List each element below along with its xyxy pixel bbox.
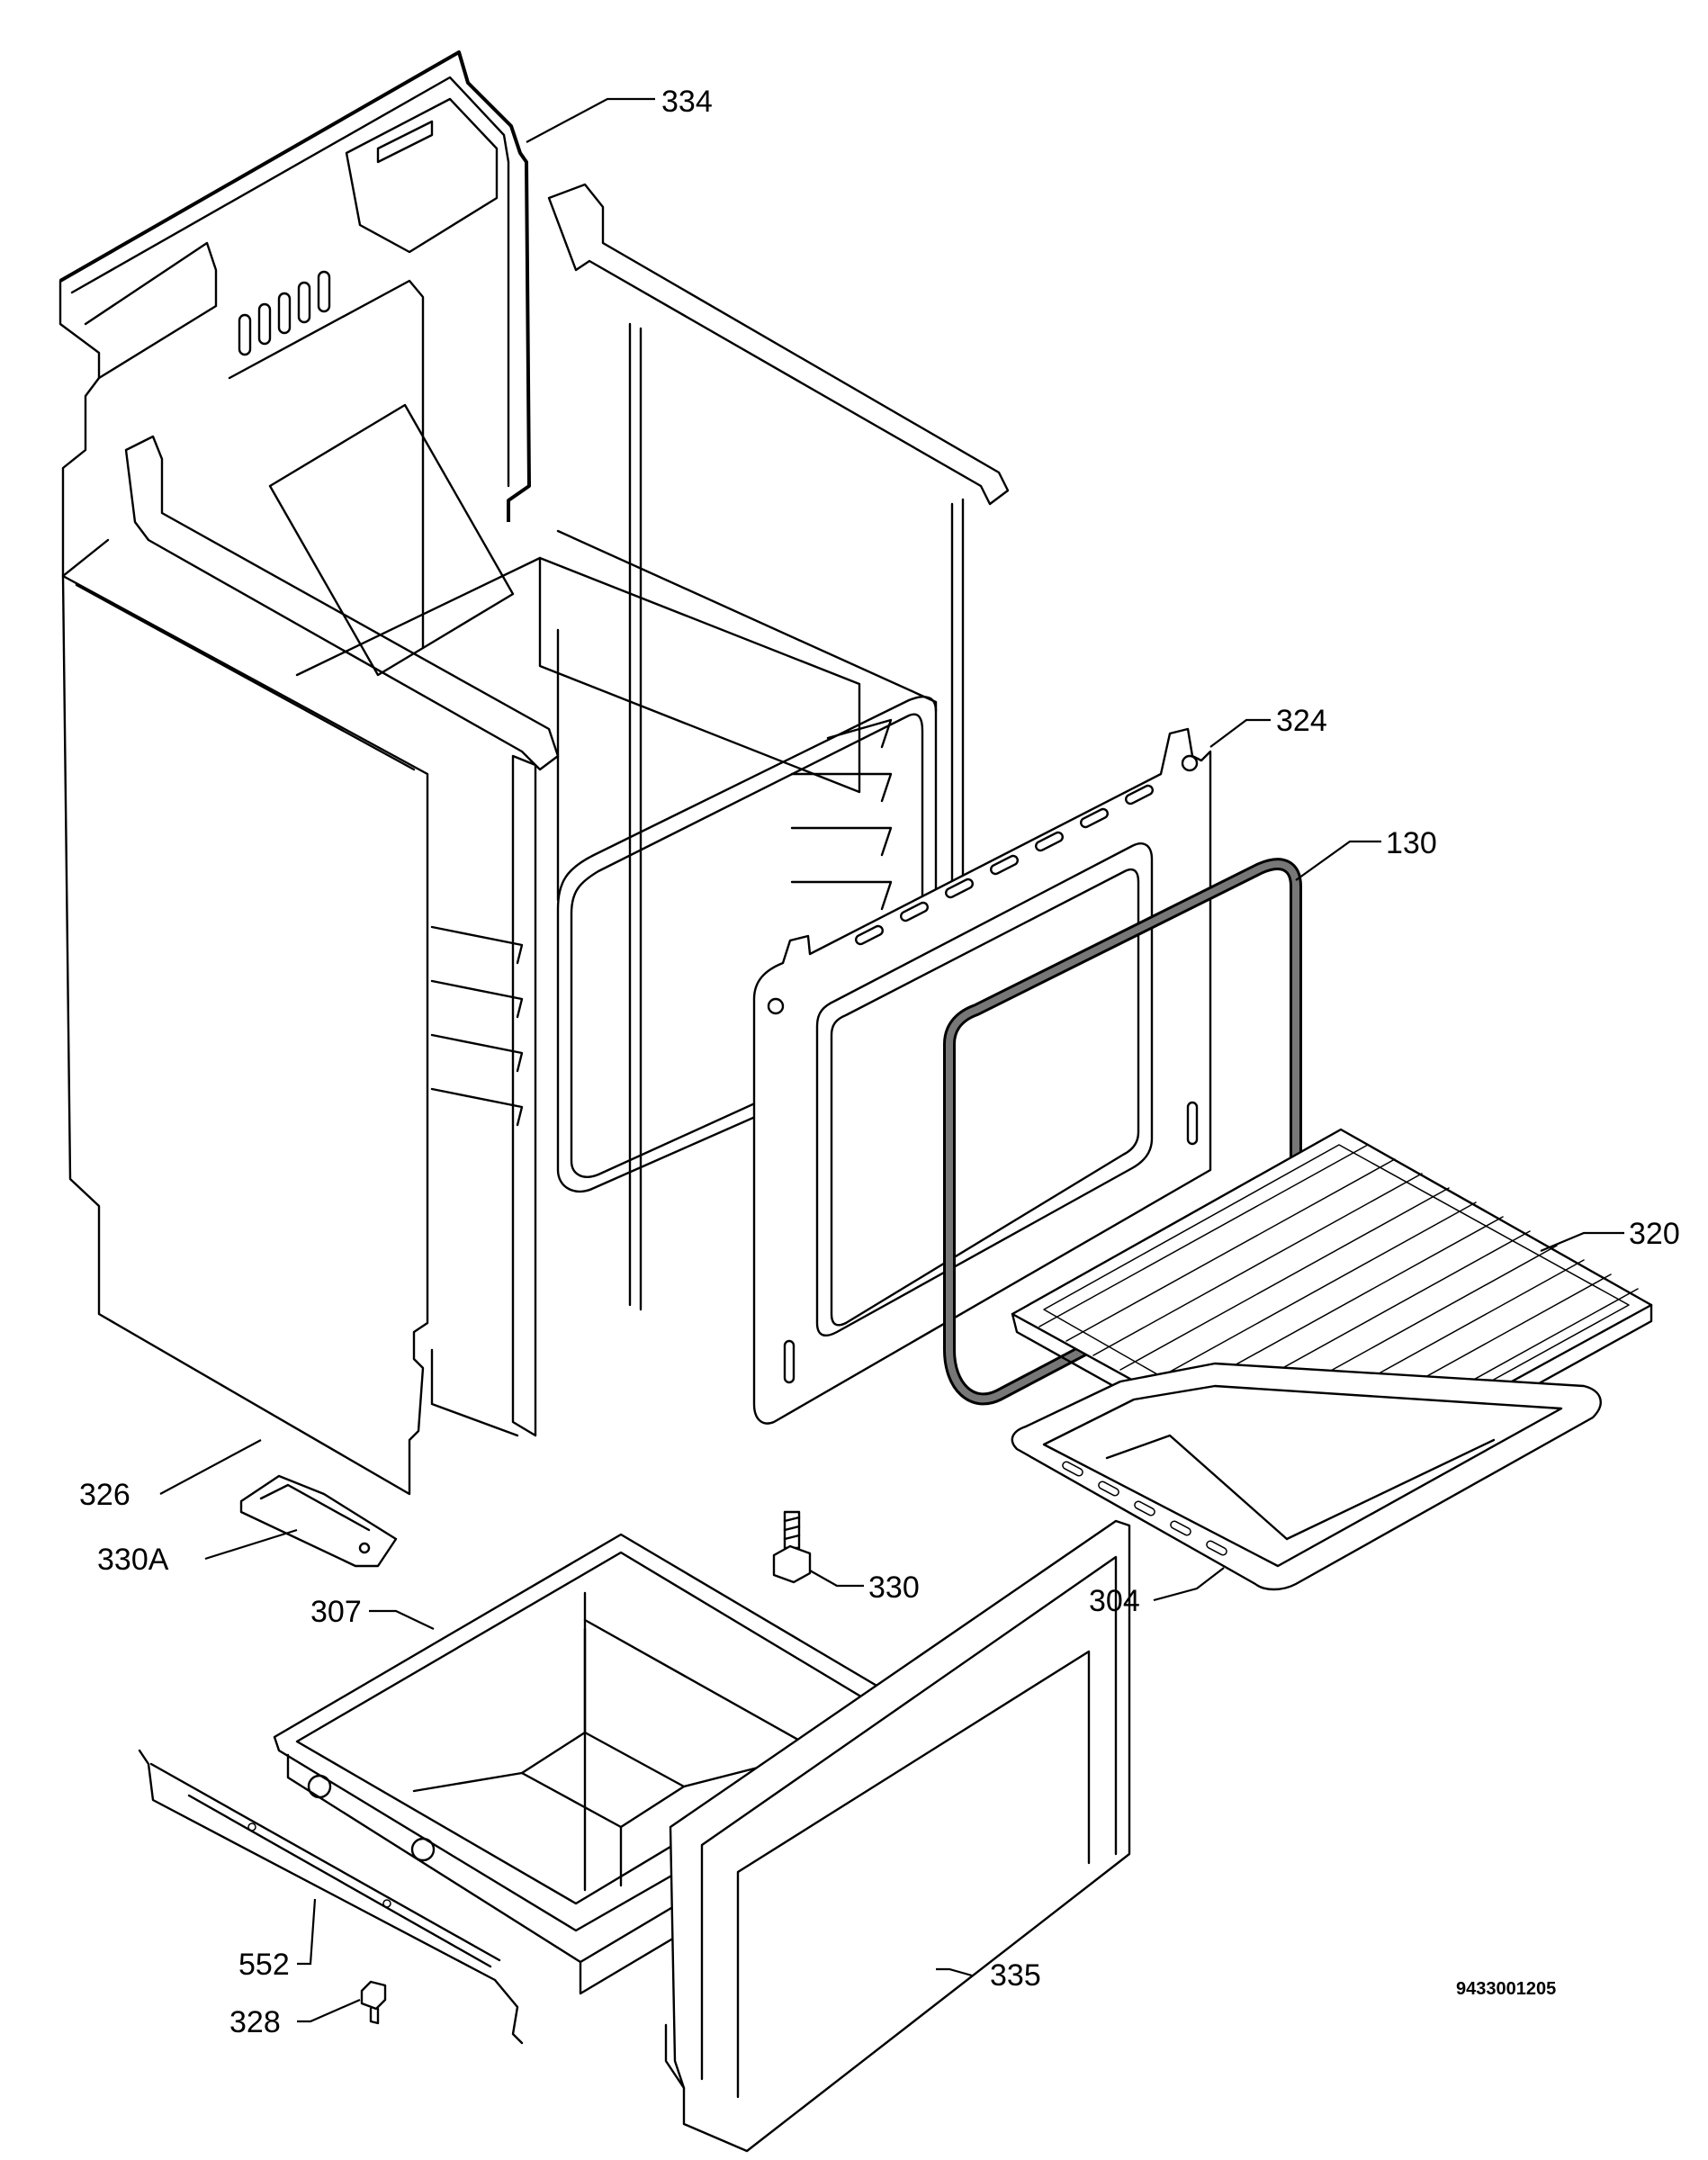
callout-304: 304 [1089,1584,1140,1618]
part-304-baking-tray[interactable] [1011,1362,1602,1591]
part-335-screw[interactable] [360,1980,387,2025]
leader-326 [159,1439,262,1495]
oven-cavity[interactable] [268,403,938,1193]
callout-335: 328 [229,2005,281,2039]
tray-rim-slots [1062,1461,1227,1556]
leader-130 [1295,840,1381,881]
callout-552: 552 [238,1948,290,1982]
callout-334: 334 [661,85,713,119]
leader-304 [1153,1567,1225,1602]
leader-330 [809,1570,864,1588]
leader-307 [369,1609,435,1630]
leader-324 [1209,718,1271,748]
callout-307: 307 [310,1595,362,1629]
callout-330: 330 [868,1570,920,1605]
callout-330a: 330A [97,1543,169,1577]
leader-328 [936,1967,973,1977]
part-326-side-panel[interactable] [61,574,429,1496]
leader-334 [526,97,655,143]
callout-324: 324 [1276,704,1327,738]
callout-130: 130 [1386,826,1437,860]
callout-326: 326 [79,1478,130,1512]
leader-320 [1540,1231,1624,1253]
shelf-wires [1038,1144,1639,1472]
callout-labels: 334 324 130 320 326 330A 330 304 307 552… [79,85,1680,2039]
callout-328: 335 [990,1958,1041,1993]
shelf-runners [430,718,893,1127]
part-328-drawer-front[interactable] [664,1519,1131,2153]
part-334-back-panel[interactable] [58,50,531,650]
part-324-front-frame[interactable] [752,727,1212,1425]
frame-vent-slots [854,784,1155,946]
vent-slots [238,270,331,356]
part-552-runner[interactable] [138,1749,524,2045]
leader-330a [204,1528,298,1561]
leader-552 [297,1898,317,1966]
part-330a-bracket[interactable] [239,1474,398,1568]
leader-lines [159,97,1624,2023]
callout-320: 320 [1629,1217,1680,1251]
leader-335 [297,1998,361,2023]
document-number: 9433001205 [1456,1979,1556,1999]
part-330-bolt[interactable] [772,1510,812,1584]
